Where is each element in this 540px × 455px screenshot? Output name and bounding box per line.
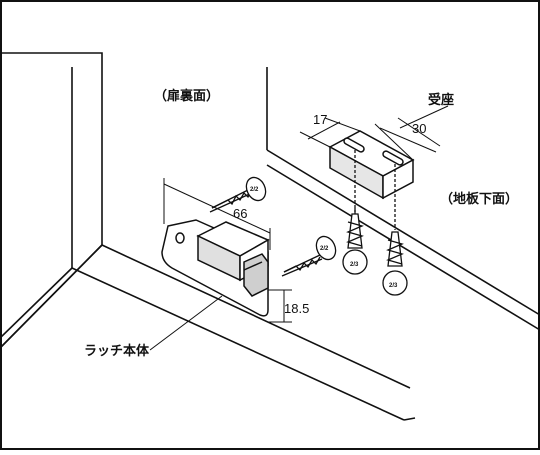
strike-side-face [382, 158, 414, 200]
latch-screw-2-mark: 2/2 [320, 246, 329, 252]
door-edge-upper [101, 244, 411, 389]
shelf-front-edge-lower [266, 164, 540, 331]
door-inner-bottom [0, 267, 73, 339]
door-edge-cap [403, 417, 416, 421]
strike-screw-1-mark: 2/3 [350, 262, 359, 268]
latch-screw-2 [281, 235, 337, 277]
door-edge-lower [71, 267, 405, 421]
latch-body [161, 219, 270, 317]
strike-width-dim: 17 [313, 112, 327, 127]
latch-height-dim: 18.5 [284, 301, 309, 316]
latch-body-leader [149, 295, 223, 351]
strike-slot-1 [343, 137, 365, 153]
shelf-bottom-label: （地板下面） [440, 191, 518, 206]
door-panel-edge [0, 244, 103, 349]
strike-length-dim: 30 [412, 121, 426, 136]
strike-screw-2 [382, 164, 408, 296]
latch-screw-1-mark: 2/2 [250, 187, 259, 193]
door-panel-outer [0, 52, 103, 349]
cabinet-structure [0, 52, 540, 421]
shelf-front-edge [266, 149, 540, 316]
latch-bolt [243, 253, 269, 297]
strike-slot-2 [382, 150, 404, 166]
strike-label: 受座 [428, 92, 454, 107]
strike-screw-1 [342, 150, 368, 275]
latch-mount-hole [175, 232, 185, 244]
strike-plate [328, 130, 415, 200]
strike-screw-2-mark: 2/3 [389, 283, 398, 289]
strike-dimensions [299, 117, 441, 161]
latch-body-label: ラッチ本体 [84, 343, 150, 358]
door-back-label: （扉裏面） [154, 88, 219, 103]
latch-length-dim: 66 [233, 206, 247, 221]
latch-screw-1 [209, 176, 267, 213]
